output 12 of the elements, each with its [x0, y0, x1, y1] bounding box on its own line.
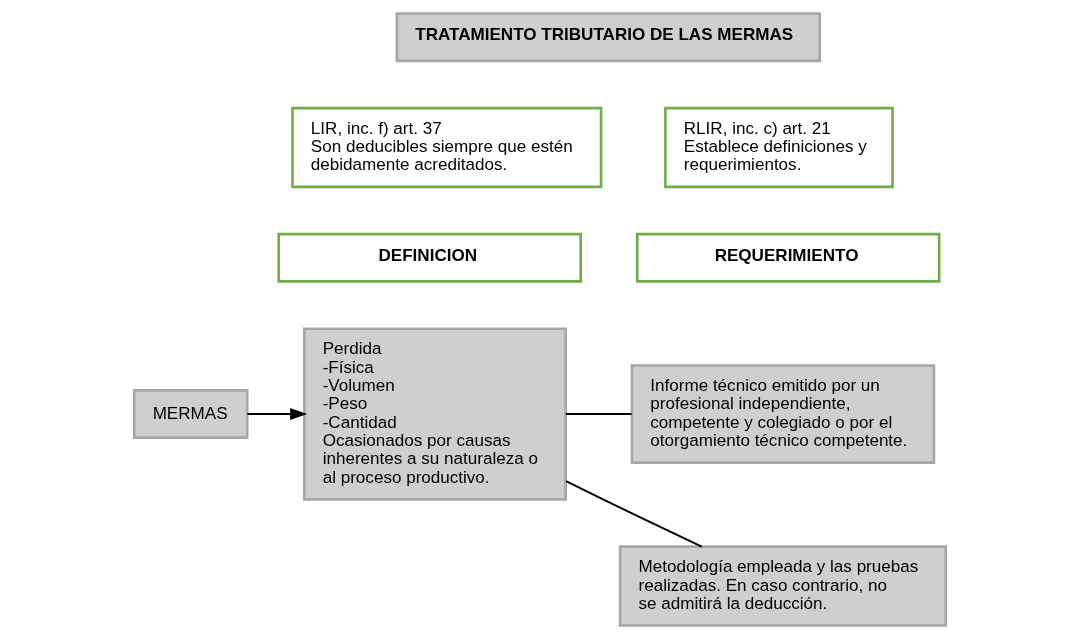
- node-box: REQUERIMIENTO: [635, 232, 941, 283]
- node-box: Informe técnico emitido por un profesional independiente, competente y colegiado o por el otorgamiento técnico competente.: [630, 364, 936, 464]
- connector: [564, 413, 633, 416]
- node-box: Metodología empleada y las pruebas realizadas. En caso contrario, no se admitirá la deducción.: [618, 545, 948, 627]
- node-box: RLIR, inc. c) art. 21 Establece definiciones y requerimientos.: [664, 106, 894, 189]
- node-box: DEFINICION: [277, 232, 583, 283]
- connector: [565, 480, 703, 548]
- node-box: LIR, inc. f) art. 37 Son deducibles siempre que estén debidamente acreditados.: [291, 106, 603, 189]
- node-box: MERMAS: [132, 389, 249, 439]
- node-box: TRATAMIENTO TRIBUTARIO DE LAS MERMAS: [395, 12, 821, 63]
- node-box: Perdida -Física -Volumen -Peso -Cantidad Ocasionados por causas inherentes a su naturaleza o al proceso productivo.: [303, 327, 567, 501]
- arrow: [246, 408, 308, 421]
